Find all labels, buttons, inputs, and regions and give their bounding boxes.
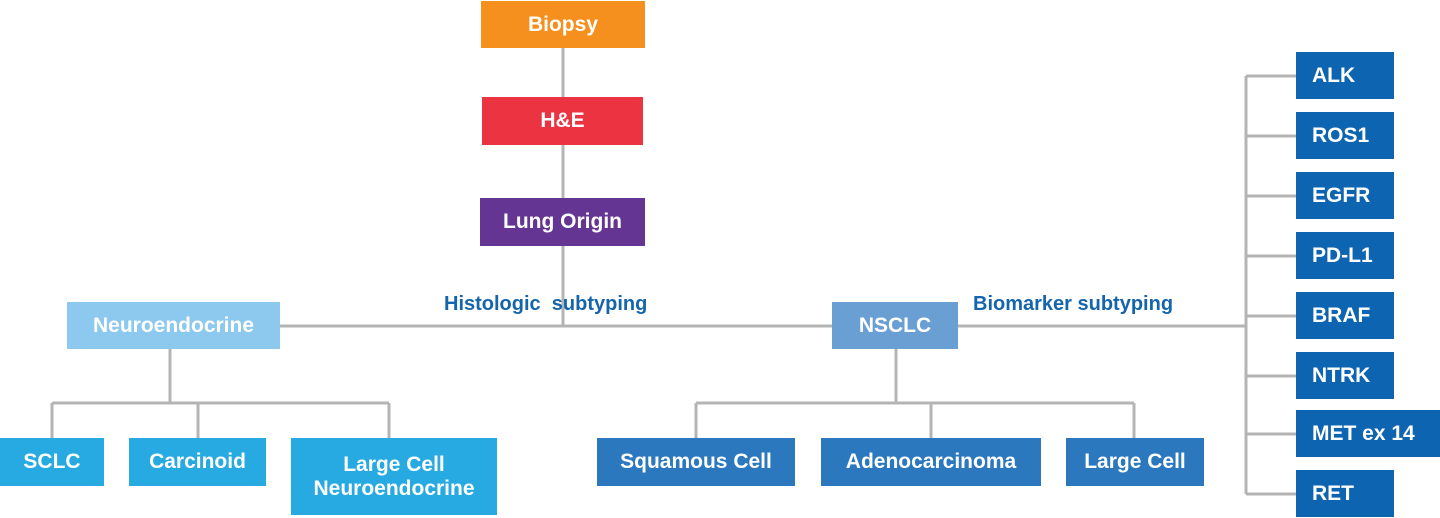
biomarker-label: BRAF bbox=[1312, 303, 1371, 327]
histologic-subtyping-label: Histologic subtyping bbox=[444, 293, 648, 315]
biomarker-label: PD-L1 bbox=[1312, 243, 1373, 267]
large-cell-label: Large Cell bbox=[1084, 450, 1186, 473]
biomarker-ntrk: NTRK bbox=[1296, 352, 1394, 399]
large-cell-node: Large Cell bbox=[1066, 438, 1204, 486]
adenocarcinoma-label: Adenocarcinoma bbox=[845, 450, 1017, 473]
large-cell-neuroendocrine-node: Large Cell Neuroendocrine bbox=[291, 438, 497, 515]
biomarker-label: MET ex 14 bbox=[1312, 421, 1415, 445]
he-label: H&E bbox=[540, 109, 585, 132]
nsclc-node: NSCLC bbox=[832, 302, 958, 349]
lung-origin-node: Lung Origin bbox=[480, 198, 645, 246]
he-node: H&E bbox=[482, 97, 643, 145]
neuroendocrine-label: Neuroendocrine bbox=[92, 313, 255, 337]
biomarker-pd-l1: PD-L1 bbox=[1296, 232, 1394, 279]
lcn-label-line2: Neuroendocrine bbox=[313, 476, 475, 500]
biomarker-ros1: ROS1 bbox=[1296, 112, 1394, 159]
lcn-label-line1: Large Cell bbox=[343, 452, 445, 476]
adenocarcinoma-node: Adenocarcinoma bbox=[821, 438, 1041, 486]
sclc-label: SCLC bbox=[23, 450, 81, 473]
biomarker-label: ROS1 bbox=[1312, 123, 1370, 147]
carcinoid-node: Carcinoid bbox=[129, 438, 266, 486]
biomarker-alk: ALK bbox=[1296, 52, 1394, 99]
sclc-node: SCLC bbox=[0, 438, 104, 486]
biopsy-label: Biopsy bbox=[527, 12, 598, 36]
biopsy-node: Biopsy bbox=[481, 1, 645, 48]
biomarker-subtyping-label: Biomarker subtyping bbox=[973, 293, 1174, 315]
biomarker-label: EGFR bbox=[1312, 183, 1371, 207]
biomarker-label: RET bbox=[1312, 481, 1354, 505]
biomarker-ret: RET bbox=[1296, 470, 1394, 517]
biomarker-egfr: EGFR bbox=[1296, 172, 1394, 219]
biomarker-label: ALK bbox=[1312, 63, 1356, 87]
biomarker-label: NTRK bbox=[1312, 363, 1371, 387]
biomarker-braf: BRAF bbox=[1296, 292, 1394, 339]
biomarker-met-ex-14: MET ex 14 bbox=[1296, 410, 1440, 457]
nsclc-label: NSCLC bbox=[858, 313, 932, 337]
squamous-cell-label: Squamous Cell bbox=[620, 450, 772, 473]
squamous-cell-node: Squamous Cell bbox=[597, 438, 795, 486]
carcinoid-label: Carcinoid bbox=[149, 450, 246, 473]
lung-origin-label: Lung Origin bbox=[503, 210, 622, 233]
neuroendocrine-node: Neuroendocrine bbox=[67, 302, 280, 349]
